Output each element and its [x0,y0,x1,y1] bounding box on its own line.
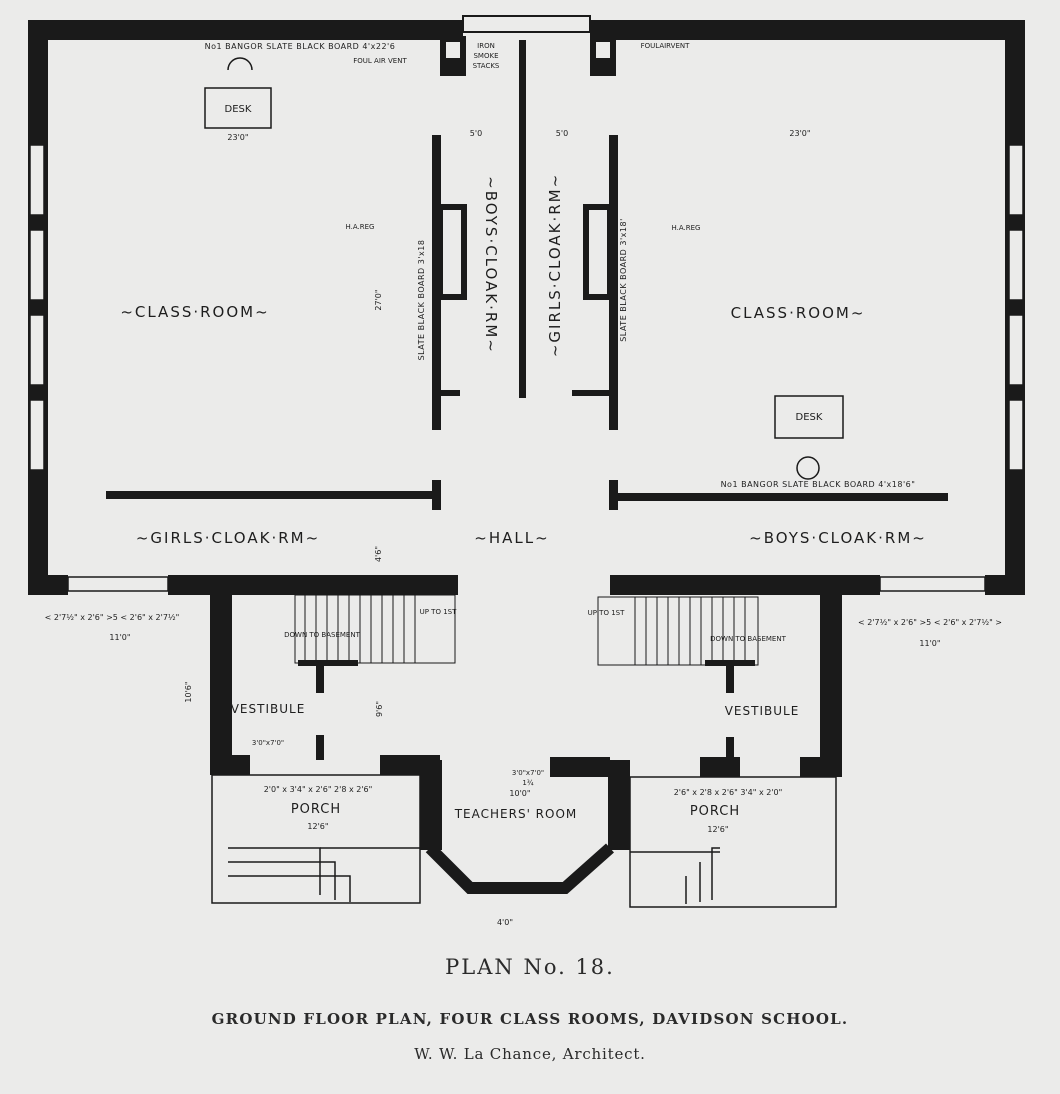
class-room-right-label: CLASS·ROOM~ [731,304,866,322]
exterior-walls [28,20,1025,850]
porch-left-label: PORCH [291,802,341,817]
dim-vestibule-depth: 9'6" [375,701,384,717]
dim-door-b: 1¾ [522,779,533,787]
foul-air-left-note: FOUL AIR VENT [353,57,407,65]
down-left-note: DOWN TO BASEMENT [284,631,360,639]
plan-number-text: PLAN No. 18. [445,955,615,979]
boys-cloak-center-label: ~BOYS·CLOAK·RM~ [482,176,500,354]
down-right-note: DOWN TO BASEMENT [710,635,786,643]
dim-right-width: 23'0" [789,129,810,138]
porches [211,774,837,908]
desks [204,57,844,480]
dim-porch-left-windows: 2'0" x 3'4" x 2'6" 2'8 x 2'6" [264,785,373,794]
dimensions: 23'0" 23'0" 5'0 5'0 27'0" 4'6" 10'6" 9'6… [45,129,1002,927]
girls-cloak-left-label: ~GIRLS·CLOAK·RM~ [136,529,320,547]
stairs [294,594,759,666]
dim-vestibule-height: 10'6" [184,681,193,702]
teachers-room-label: TEACHERS' ROOM [454,807,578,821]
dim-cloak-right: 5'0 [556,129,568,138]
slate-left-note: SLATE BLACK BOARD 3'x18 [417,240,426,361]
smoke-note: SMOKE [473,52,498,60]
iron-note: IRON [477,42,495,50]
plan-number: PLAN No. 18. [0,955,1060,979]
dim-windows-right: < 2'7½" x 2'6" >5 < 2'6" x 2'7½" > [858,618,1002,627]
side-windows [29,144,1024,592]
dim-bay: 4'0" [497,918,513,927]
plan-subtitle-text: GROUND FLOOR PLAN, FOUR CLASS ROOMS, DAV… [211,1010,849,1028]
dim-porch-right-windows: 2'6" x 2'8 x 2'6" 3'4" x 2'0" [674,788,783,797]
floor-plan-drawing: ~CLASS·ROOM~ CLASS·ROOM~ ~GIRLS·CLOAK·RM… [28,15,1025,927]
stacks-note: STACKS [473,62,500,70]
dim-door-a: 3'0"x7'0" [252,739,284,747]
hall-label: ~HALL~ [474,529,549,547]
bay-window [425,843,614,894]
dim-front-left: 11'0" [109,633,130,642]
girls-cloak-center-label: ~GIRLS·CLOAK·RM~ [546,173,564,357]
boys-cloak-right-label: ~BOYS·CLOAK·RM~ [749,529,927,547]
dim-porch-right: 12'6" [707,825,728,834]
blackboard-right-note: No1 BANGOR SLATE BLACK BOARD 4'x18'6" [721,480,916,489]
plan-subtitle: GROUND FLOOR PLAN, FOUR CLASS ROOMS, DAV… [0,1009,1060,1028]
blackboard-top-note: No1 BANGOR SLATE BLACK BOARD 4'x22'6 [205,42,396,51]
smoke-stacks [440,15,616,76]
dim-room-depth: 27'0" [374,289,383,310]
foul-air-right-note: FOULAIRVENT [641,42,691,50]
vestibule-left-label: VESTIBULE [231,702,306,716]
annotations: No1 BANGOR SLATE BLACK BOARD 4'x22'6 No1… [205,42,916,643]
desk-left-label: DESK [225,104,252,115]
up-right-note: UP TO 1ST [588,609,625,617]
dim-cloak-left: 5'0 [470,129,482,138]
vestibule-right-label: VESTIBULE [725,704,800,718]
ha-reg-left-note: H.A.REG [346,223,375,231]
porch-right-label: PORCH [690,804,740,819]
up-left-note: UP TO 1ST [420,608,457,616]
room-labels: ~CLASS·ROOM~ CLASS·ROOM~ ~GIRLS·CLOAK·RM… [120,104,927,821]
plan-architect: W. W. La Chance, Architect. [0,1044,1060,1063]
plan-architect-text: W. W. La Chance, Architect. [414,1045,646,1063]
dim-front-right: 11'0" [919,639,940,648]
dim-porch-left: 12'6" [307,822,328,831]
dim-teachers-door: 3'0"x7'0" [512,769,544,777]
ha-reg-right-note: H.A.REG [672,224,701,232]
desk-right-label: DESK [796,412,823,423]
dim-left-width: 23'0" [227,133,248,142]
dim-cloak-depth: 4'6" [374,546,383,562]
dim-windows-left: < 2'7½" x 2'6" >5 < 2'6" x 2'7½" [45,613,180,622]
slate-right-note: SLATE BLACK BOARD 3'x18' [619,218,628,342]
class-room-left-label: ~CLASS·ROOM~ [120,303,269,321]
dim-teachers-width: 10'0" [509,789,530,798]
